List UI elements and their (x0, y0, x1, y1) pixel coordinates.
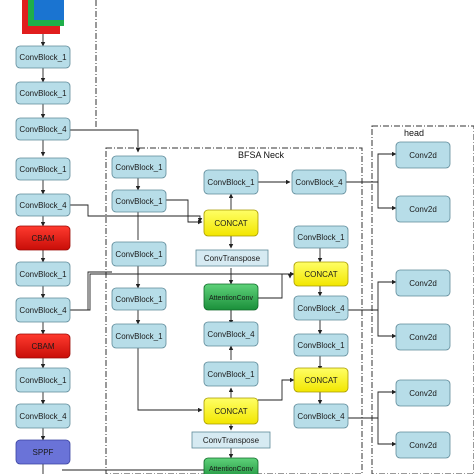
bfsa-neck-group (105, 147, 363, 474)
backbone-convblock-7-label: ConvBlock_4 (19, 306, 67, 315)
head-conv2d-1-label: Conv2d (409, 151, 437, 160)
backbone-sppf-label: SPPF (33, 448, 54, 457)
connection-lines (40, 34, 396, 474)
neck-convblock-c1: ConvBlock_1 (293, 225, 349, 249)
neck-convblock-b-1: ConvBlock_1 (203, 361, 259, 387)
neck-convblock-b-top: ConvBlock_1 (203, 169, 259, 195)
neck-convblock-b-top-label: ConvBlock_1 (207, 178, 255, 187)
neck-convtranspose-1: ConvTranspose (195, 249, 269, 267)
neck-convblock-a2-label: ConvBlock_1 (115, 197, 163, 206)
head-conv2d-5-label: Conv2d (409, 389, 437, 398)
backbone-convblock-3-label: ConvBlock_4 (19, 125, 67, 134)
backbone-convblock-2: ConvBlock_1 (15, 81, 71, 105)
backbone-convblock-5-label: ConvBlock_4 (19, 201, 67, 210)
neck-concat-2: CONCAT (203, 397, 259, 425)
head-conv2d-4-label: Conv2d (409, 333, 437, 342)
neck-concat-1-label: CONCAT (214, 219, 247, 228)
backbone-convblock-9-label: ConvBlock_4 (19, 412, 67, 421)
neck-concat-1: CONCAT (203, 209, 259, 237)
neck-convblock-c1-label: ConvBlock_1 (297, 233, 345, 242)
neck-convblock-a1-label: ConvBlock_1 (115, 163, 163, 172)
bfsa-neck-title: BFSA Neck (238, 150, 285, 160)
neck-convblock-a3: ConvBlock_1 (111, 241, 167, 267)
backbone-convblock-3: ConvBlock_4 (15, 117, 71, 141)
backbone-convblock-4-label: ConvBlock_1 (19, 165, 67, 174)
neck-convblock-a2: ConvBlock_1 (111, 189, 167, 213)
neck-attentionconv-1: AttentionConv (203, 283, 259, 311)
neck-convblock-c5-label: ConvBlock_4 (297, 412, 345, 421)
neck-concat-4-label: CONCAT (304, 376, 337, 385)
neck-convblock-d1: ConvBlock_4 (291, 169, 347, 195)
neck-convblock-a5-label: ConvBlock_1 (115, 332, 163, 341)
neck-convtranspose-1-label: ConvTranspose (204, 254, 261, 263)
head-conv2d-2: Conv2d (395, 195, 451, 223)
neck-convblock-c4: ConvBlock_1 (293, 333, 349, 357)
backbone-convblock-2-label: ConvBlock_1 (19, 89, 67, 98)
diagram-nodes: ConvBlock_1 ConvBlock_1 ConvBlock_4 Conv… (15, 45, 451, 474)
backbone-convblock-4: ConvBlock_1 (15, 157, 71, 181)
backbone-cbam-1: CBAM (15, 225, 71, 251)
head-conv2d-1: Conv2d (395, 141, 451, 169)
neck-convblock-b-1-label: ConvBlock_1 (207, 370, 255, 379)
neck-concat-4: CONCAT (293, 367, 349, 393)
head-conv2d-4: Conv2d (395, 323, 451, 351)
backbone-convblock-8-label: ConvBlock_1 (19, 376, 67, 385)
head-conv2d-2-label: Conv2d (409, 205, 437, 214)
neck-convblock-c5: ConvBlock_4 (293, 403, 349, 429)
head-group (371, 125, 474, 474)
neck-convblock-c4-label: ConvBlock_1 (297, 341, 345, 350)
head-conv2d-5: Conv2d (395, 379, 451, 407)
backbone-convblock-6: ConvBlock_1 (15, 261, 71, 287)
neck-convblock-a5: ConvBlock_1 (111, 323, 167, 349)
neck-convblock-b-4: ConvBlock_4 (203, 321, 259, 347)
head-conv2d-3: Conv2d (395, 269, 451, 297)
neck-convblock-a4: ConvBlock_1 (111, 287, 167, 311)
head-conv2d-6: Conv2d (395, 431, 451, 459)
backbone-convblock-7: ConvBlock_4 (15, 297, 71, 323)
neck-attentionconv-2-label: AttentionConv (209, 466, 253, 473)
neck-convblock-d1-label: ConvBlock_4 (295, 178, 343, 187)
neck-convtranspose-2: ConvTranspose (191, 431, 271, 449)
backbone-cbam-2-label: CBAM (31, 342, 54, 351)
head-conv2d-6-label: Conv2d (409, 441, 437, 450)
neck-convblock-a4-label: ConvBlock_1 (115, 295, 163, 304)
backbone-cbam-1-label: CBAM (31, 234, 54, 243)
input-image-stack-icon (22, 0, 64, 34)
neck-concat-2-label: CONCAT (214, 407, 247, 416)
backbone-cbam-2: CBAM (15, 333, 71, 359)
neck-convblock-c3-label: ConvBlock_4 (297, 304, 345, 313)
backbone-convblock-9: ConvBlock_4 (15, 403, 71, 429)
backbone-convblock-6-label: ConvBlock_1 (19, 270, 67, 279)
neck-attentionconv-1-label: AttentionConv (209, 295, 253, 302)
neck-convblock-b-4-label: ConvBlock_4 (207, 330, 255, 339)
backbone-convblock-8: ConvBlock_1 (15, 367, 71, 393)
neck-concat-3-label: CONCAT (304, 270, 337, 279)
backbone-convblock-1-label: ConvBlock_1 (19, 53, 67, 62)
neck-convblock-a3-label: ConvBlock_1 (115, 250, 163, 259)
neck-convblock-c3: ConvBlock_4 (293, 295, 349, 321)
neck-convtranspose-2-label: ConvTranspose (203, 436, 260, 445)
neck-concat-3: CONCAT (293, 261, 349, 287)
backbone-convblock-1: ConvBlock_1 (15, 45, 71, 69)
neck-attentionconv-2: AttentionConv (203, 457, 259, 474)
head-title: head (404, 128, 424, 138)
backbone-convblock-5: ConvBlock_4 (15, 193, 71, 217)
backbone-sppf: SPPF (15, 439, 71, 465)
neck-convblock-a1: ConvBlock_1 (111, 155, 167, 179)
head-conv2d-3-label: Conv2d (409, 279, 437, 288)
